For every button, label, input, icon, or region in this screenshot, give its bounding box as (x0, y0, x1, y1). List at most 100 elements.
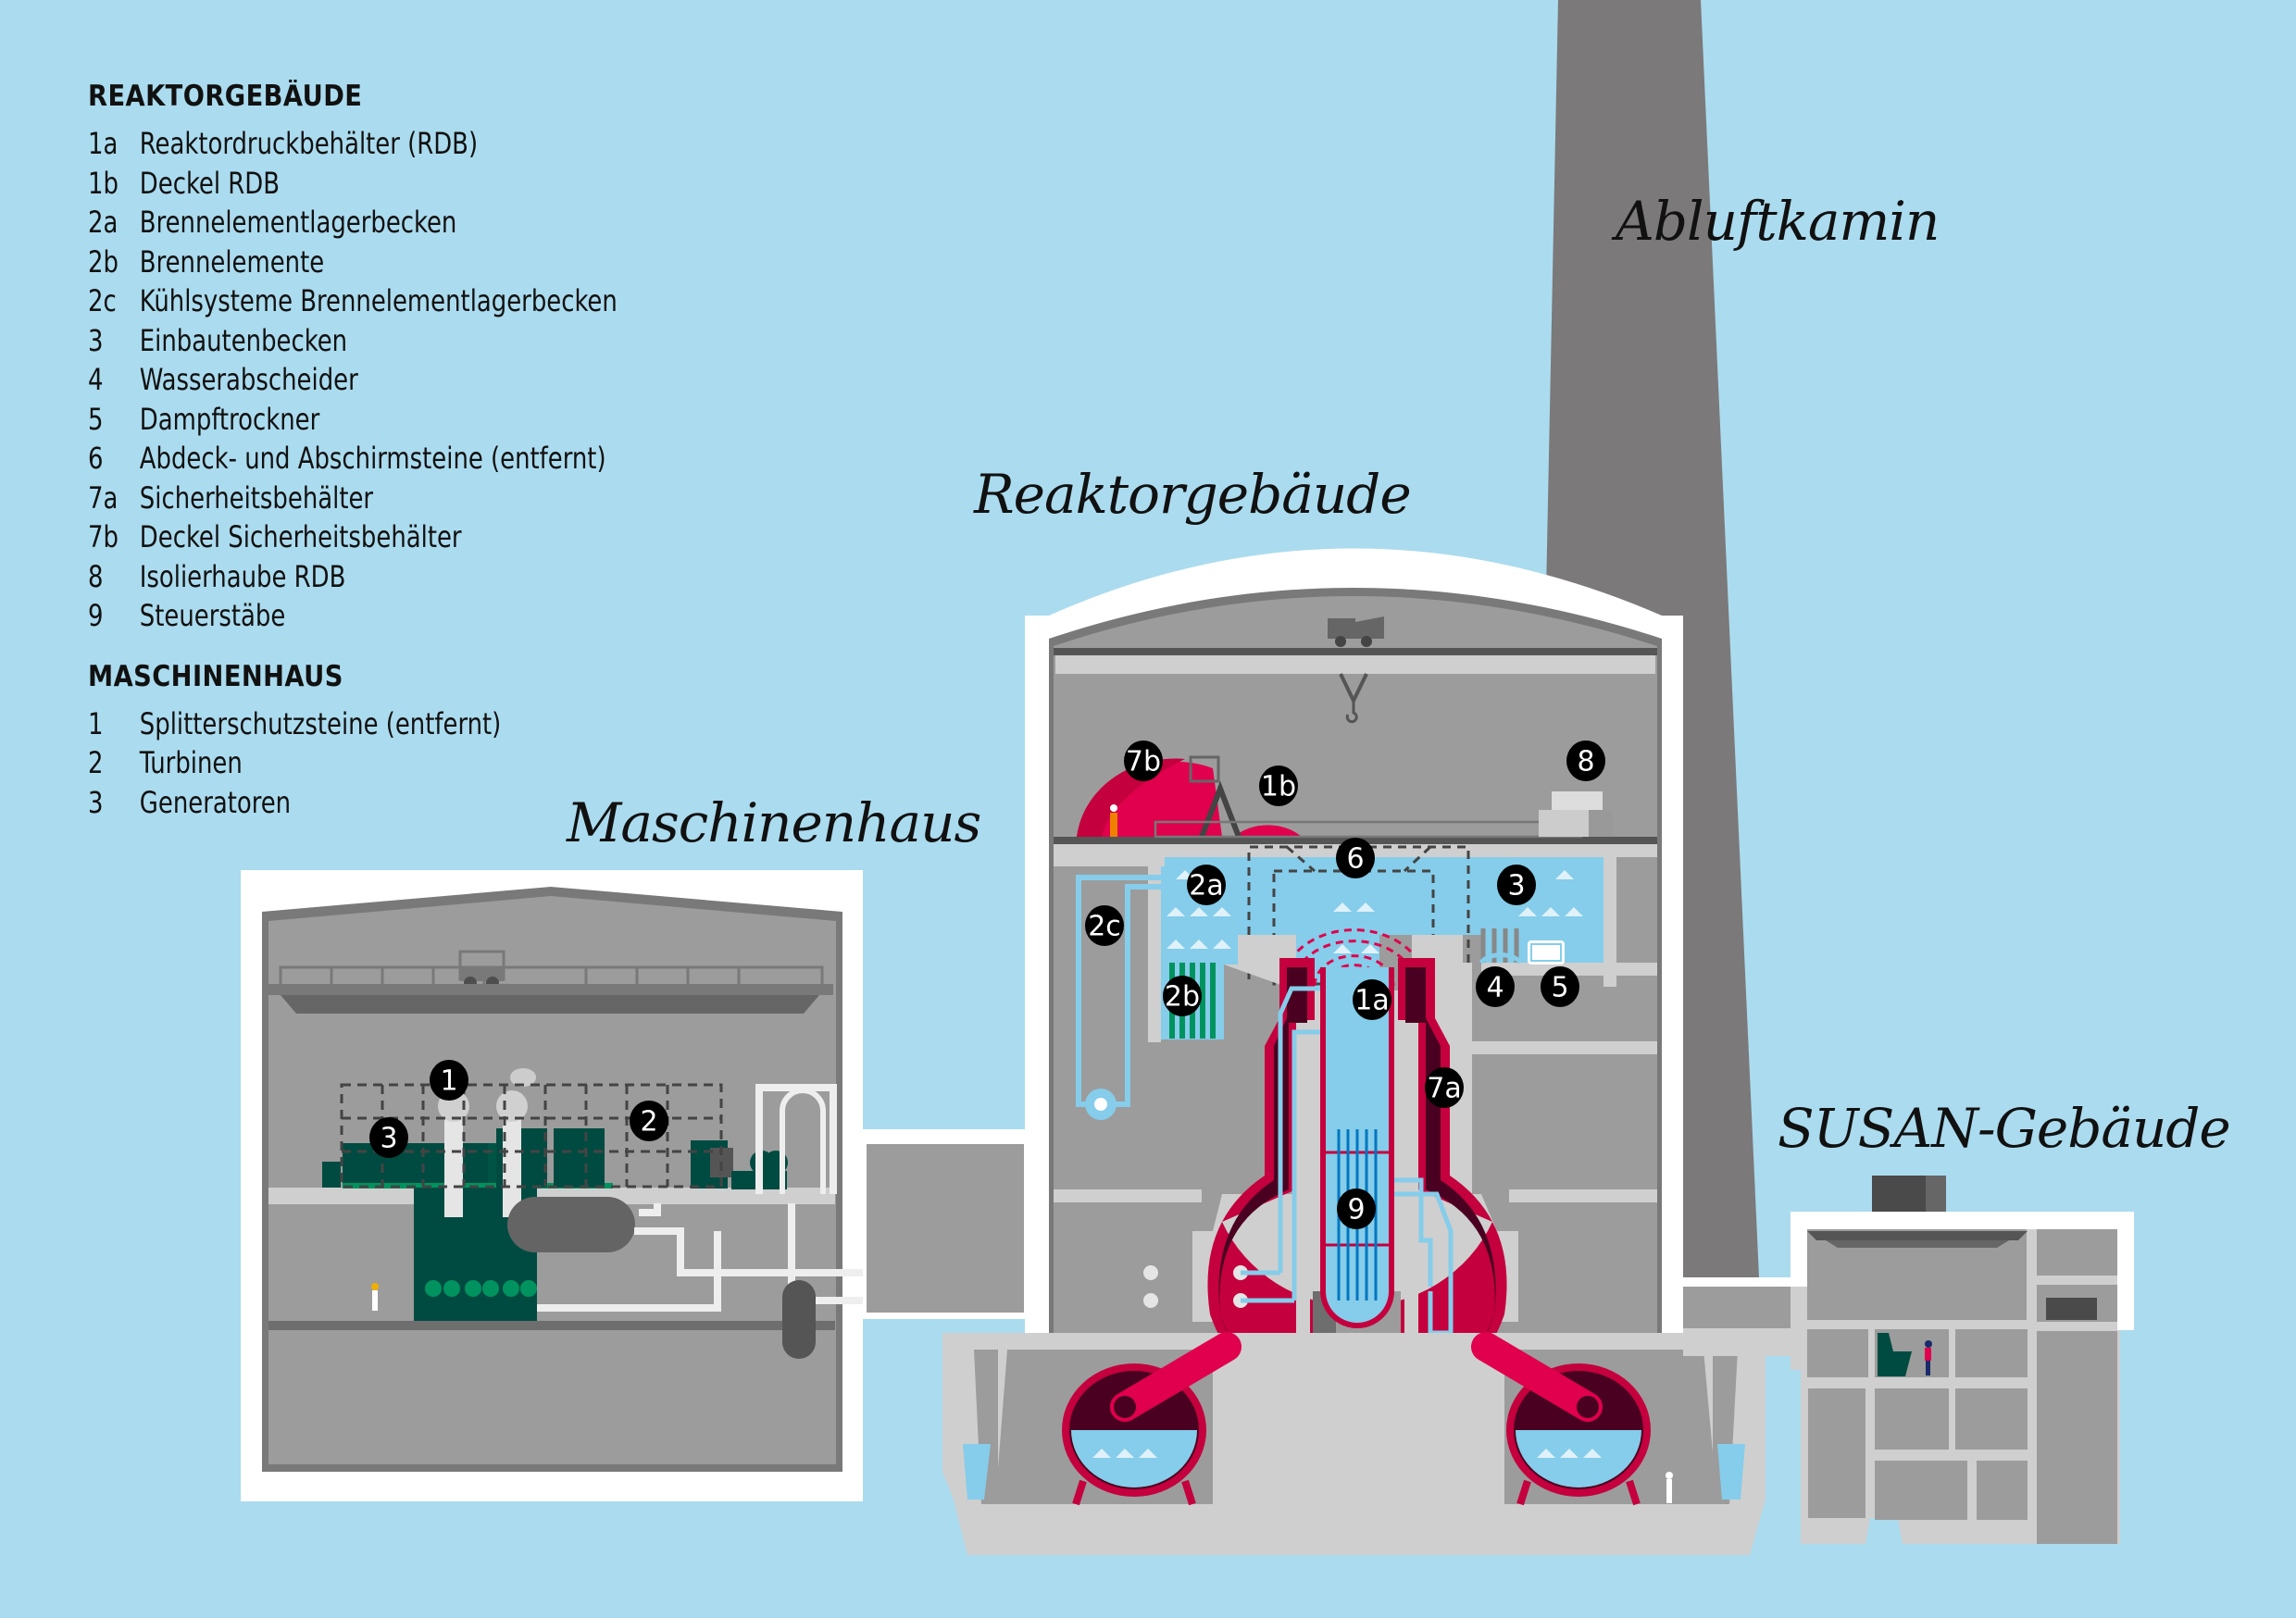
legend-item-label: Deckel RDB (139, 165, 281, 201)
legend-item-number: 2c (88, 283, 117, 318)
reactor-marker-8: 8 (1566, 741, 1605, 781)
legend-item-number: 9 (88, 598, 104, 633)
machine-house (241, 870, 863, 1501)
legend-heading-reaktor: REAKTORGEBÄUDE (88, 80, 363, 113)
condenser-tank (782, 1280, 816, 1359)
legend-item-label: Dampftrockner (139, 401, 320, 437)
marker-label: 9 (1347, 1194, 1365, 1226)
marker-badge (630, 1101, 668, 1141)
legend-item-number: 7b (88, 519, 119, 554)
label-susan: SUSAN-Gebäude (1778, 1097, 2231, 1160)
legend-list-reaktor: 1a Reaktordruckbehälter (RDB) 1b Deckel RDB… (88, 124, 676, 636)
marker-badge (1353, 979, 1391, 1020)
label-maschinenhaus: Maschinenhaus (567, 791, 981, 854)
reactor-marker-9: 9 (1337, 1189, 1376, 1229)
marker-badge (430, 1060, 468, 1101)
legend-item-number: 5 (88, 401, 104, 437)
legend-item: 1 Splitterschutzsteine (entfernt) (88, 704, 618, 744)
legend-item-label: Kühlsysteme Brennelementlagerbecken (139, 283, 618, 318)
machine-marker-2: 2 (630, 1101, 668, 1141)
legend-item-label: Wasserabscheider (139, 362, 358, 397)
marker-label: 3 (380, 1123, 397, 1155)
legend-item-label: Brennelementlagerbecken (139, 205, 457, 240)
legend-item: 1a Reaktordruckbehälter (RDB) (88, 124, 618, 164)
marker-label: 2a (1189, 870, 1223, 902)
legend-item: 6 Abdeck- und Abschirmsteine (entfernt) (88, 439, 618, 479)
legend-item-number: 3 (88, 784, 104, 820)
legend-item: 5 Dampftrockner (88, 400, 618, 440)
marker-label: 2b (1165, 981, 1200, 1014)
label-abluftkamin: Abluftkamin (1616, 190, 1940, 253)
legend-item-label: Splitterschutzsteine (entfernt) (139, 705, 502, 741)
marker-badge (1163, 976, 1202, 1016)
legend-item-number: 8 (88, 558, 104, 594)
legend-item: 2c Kühlsysteme Brennelementlagerbecken (88, 281, 618, 321)
marker-label: 1 (440, 1065, 457, 1098)
reactor-marker-7a: 7a (1425, 1067, 1464, 1108)
marker-label: 2 (640, 1106, 657, 1139)
legend-item: 7b Deckel Sicherheitsbehälter (88, 517, 618, 557)
label-reaktorgebaeude: Reaktorgebäude (974, 463, 1412, 526)
legend-item-label: Abdeck- und Abschirmsteine (entfernt) (139, 441, 606, 476)
marker-badge (1187, 865, 1226, 905)
marker-label: 3 (1507, 870, 1525, 902)
marker-badge (1337, 1189, 1376, 1229)
marker-badge (1541, 966, 1579, 1007)
reactor-marker-2b: 2b (1163, 976, 1202, 1016)
legend-item-number: 7a (88, 479, 119, 516)
reactor-marker-3: 3 (1497, 865, 1536, 905)
legend-item-label: Steuerstäbe (139, 598, 286, 633)
reactor-marker-6: 6 (1336, 838, 1375, 878)
legend-item: 1b Deckel RDB (88, 164, 618, 204)
marker-label: 1a (1354, 985, 1389, 1017)
legend-item: 3 Einbautenbecken (88, 321, 618, 361)
susan-building (1683, 1176, 2134, 1544)
legend-item-number: 3 (88, 322, 104, 358)
marker-badge (369, 1117, 408, 1158)
reactor-marker-2a: 2a (1187, 865, 1226, 905)
marker-label: 8 (1577, 746, 1594, 778)
marker-badge (1259, 765, 1298, 806)
marker-layer: 7b 1b 8 6 2a 3 2c 4 5 2b 1a 7a 9 1 2 3 (369, 741, 1605, 1229)
legend-item: 4 Wasserabscheider (88, 360, 618, 400)
legend-item-label: Deckel Sicherheitsbehälter (139, 519, 462, 554)
marker-badge (1336, 838, 1375, 878)
legend-heading-maschinen: MASCHINENHAUS (88, 659, 343, 693)
machine-marker-3: 3 (369, 1117, 408, 1158)
marker-label: 6 (1346, 843, 1364, 876)
machine-marker-1: 1 (430, 1060, 468, 1101)
marker-label: 4 (1486, 972, 1504, 1004)
legend-item-label: Sicherheitsbehälter (139, 479, 374, 516)
legend-item: 8 Isolierhaube RDB (88, 557, 618, 597)
legend-item-label: Einbautenbecken (139, 322, 348, 358)
legend-item-number: 1b (88, 165, 119, 201)
reactor-marker-4: 4 (1476, 966, 1515, 1007)
legend-item-number: 2 (88, 745, 104, 780)
legend-item-label: Reaktordruckbehälter (RDB) (139, 126, 479, 161)
legend-item: 9 Steuerstäbe (88, 596, 618, 636)
legend: REAKTORGEBÄUDE 1a Reaktordruckbehälter (R… (88, 80, 676, 822)
marker-label: 1b (1261, 771, 1296, 803)
legend-item-label: Isolierhaube RDB (139, 558, 346, 594)
reactor-marker-2c: 2c (1085, 905, 1124, 946)
marker-label: 7b (1126, 746, 1161, 778)
legend-item-number: 1 (88, 705, 104, 741)
marker-label: 5 (1551, 972, 1568, 1004)
marker-badge (1566, 741, 1605, 781)
marker-badge (1124, 741, 1163, 781)
legend-item-number: 6 (88, 441, 104, 476)
reactor-marker-1a: 1a (1353, 979, 1391, 1020)
legend-item-number: 2b (88, 243, 119, 280)
legend-item-number: 4 (88, 362, 104, 397)
reactor-building (942, 548, 1766, 1555)
reactor-marker-5: 5 (1541, 966, 1579, 1007)
reactor-marker-1b: 1b (1259, 765, 1298, 806)
legend-item-number: 1a (88, 126, 119, 161)
marker-label: 7a (1427, 1073, 1461, 1105)
marker-label: 2c (1088, 911, 1121, 943)
